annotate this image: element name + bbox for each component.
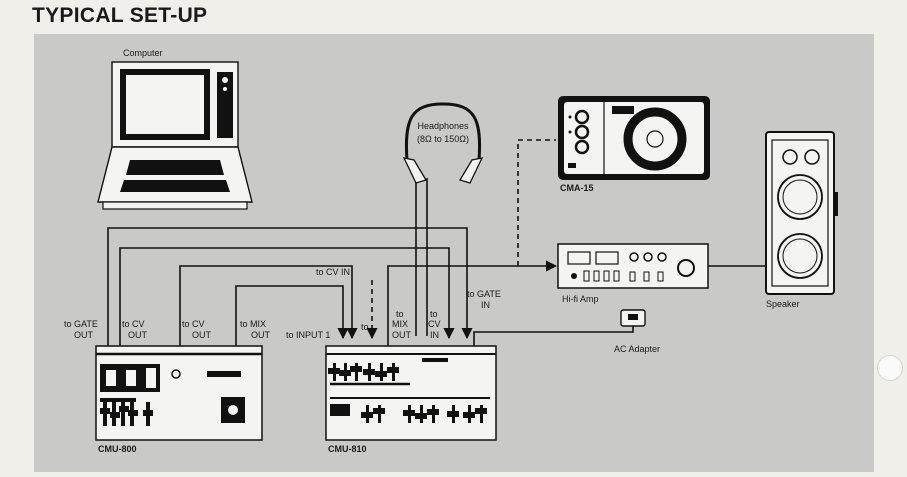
- label-cv-in-810b: CV: [428, 319, 441, 329]
- label-mix-out-800a: to MIX: [240, 319, 266, 329]
- cable-mix-800: [235, 285, 349, 346]
- cmu810-device: CMU-810: [325, 345, 497, 454]
- label-cv-in-810c: IN: [430, 330, 439, 340]
- label-to-short: to: [361, 322, 369, 332]
- cmu800-device: CMU-800: [95, 345, 263, 454]
- ac-adapter-label: AC Adapter: [614, 344, 660, 354]
- label-cv-in-810a: to: [430, 309, 438, 319]
- cmu800-label: CMU-800: [98, 444, 137, 454]
- label-gate-out-1: to GATE: [64, 319, 98, 329]
- headphones-label: Headphones: [417, 121, 469, 131]
- corner-circle-decoration: [877, 355, 903, 381]
- label-gate-in-1: to GATE: [467, 289, 501, 299]
- label-input-1: to INPUT 1: [286, 330, 330, 340]
- label-mix-out-800b: OUT: [251, 330, 271, 340]
- cable-cv-2: [179, 265, 358, 346]
- label-cv-out-1b: OUT: [128, 330, 148, 340]
- label-cv-out-2b: OUT: [192, 330, 212, 340]
- ac-adapter: AC Adapter: [614, 309, 660, 354]
- dashed-lines: [366, 139, 556, 340]
- cable-gate: [107, 227, 473, 346]
- cma15-label: CMA-15: [560, 183, 594, 193]
- speaker: Speaker: [765, 131, 838, 309]
- port-labels: to GATE OUT to CV OUT to CV OUT to MIX O…: [64, 267, 501, 340]
- label-cv-out-1a: to CV: [122, 319, 145, 329]
- cable-mix-810: [387, 260, 558, 346]
- computer-label: Computer: [123, 48, 163, 58]
- label-gate-out-2: OUT: [74, 330, 94, 340]
- speaker-label: Speaker: [766, 299, 800, 309]
- hifi-amp-label: Hi-fi Amp: [562, 294, 599, 304]
- label-cv-in-top: to CV IN: [316, 267, 350, 277]
- label-mix-out-810a: to: [396, 309, 404, 319]
- headphones: Headphones (8Ω to 150Ω): [402, 102, 484, 184]
- cmu810-label: CMU-810: [328, 444, 367, 454]
- cable-cv-1: [119, 247, 455, 346]
- cable-ac: [473, 325, 634, 346]
- label-mix-out-810c: OUT: [392, 330, 412, 340]
- headphones-spec: (8Ω to 150Ω): [417, 134, 469, 144]
- hifi-amp: Hi-fi Amp: [557, 243, 709, 304]
- cma15-device: CMA-15: [558, 96, 710, 193]
- label-mix-out-810b: MIX: [392, 319, 408, 329]
- page-title: TYPICAL SET-UP: [32, 4, 208, 27]
- cable-lines: [107, 178, 766, 346]
- cable-cma15: [517, 139, 556, 266]
- label-cv-out-2a: to CV: [182, 319, 205, 329]
- label-gate-in-2: IN: [481, 300, 490, 310]
- computer: Computer: [97, 48, 253, 210]
